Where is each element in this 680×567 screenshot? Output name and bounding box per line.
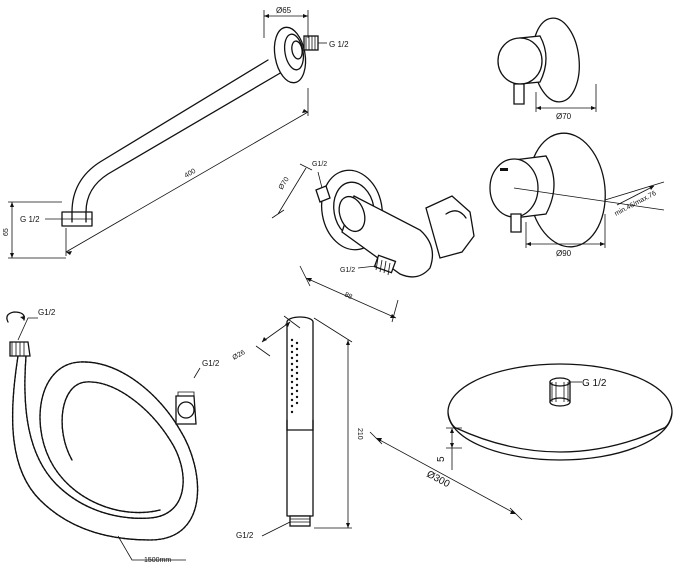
wall-outlet-drawing: G1/2 Ø70 G1/2 88 <box>271 161 475 323</box>
arm-outlet-thread-label: G 1/2 <box>329 40 349 49</box>
outlet-thread-top-label: G1/2 <box>312 161 327 168</box>
thermostat-drawing: Ø90 min.46/max.76 <box>489 132 665 258</box>
thermostat-dia-label: Ø90 <box>556 249 572 258</box>
hand-shower-drawing: Ø26 210 G1/2 <box>232 315 363 540</box>
head-shower-thickness-label: 5 <box>436 456 447 462</box>
shower-arm-drawing: Ø65 G 1/2 400 G 1/2 65 <box>3 6 349 259</box>
hand-shower-length-label: 210 <box>356 428 363 440</box>
hose-length-label: 1500mm <box>144 557 171 564</box>
head-shower-drawing: G 1/2 5 Ø300 <box>369 363 673 521</box>
hand-shower-thread-label: G1/2 <box>236 531 254 540</box>
mixer-drawing: Ø70 <box>497 17 597 121</box>
arm-height-label: 65 <box>3 228 10 236</box>
arm-length-label: 400 <box>184 168 198 180</box>
outlet-length-label: 88 <box>343 291 353 301</box>
head-shower-thread-label: G 1/2 <box>582 378 607 389</box>
hose-thread-right-label: G1/2 <box>202 359 220 368</box>
hand-shower-dia-label: Ø26 <box>232 349 247 362</box>
outlet-thread-bottom-label: G1/2 <box>340 267 355 274</box>
hose-drawing: G1/2 G1/2 1500mm <box>6 308 220 564</box>
outlet-dia-label: Ø70 <box>278 176 291 191</box>
arm-flange-dia-label: Ø65 <box>276 6 292 15</box>
mixer-dia-label: Ø70 <box>556 112 572 121</box>
hose-thread-left-label: G1/2 <box>38 308 56 317</box>
arm-inlet-thread-label: G 1/2 <box>20 215 40 224</box>
